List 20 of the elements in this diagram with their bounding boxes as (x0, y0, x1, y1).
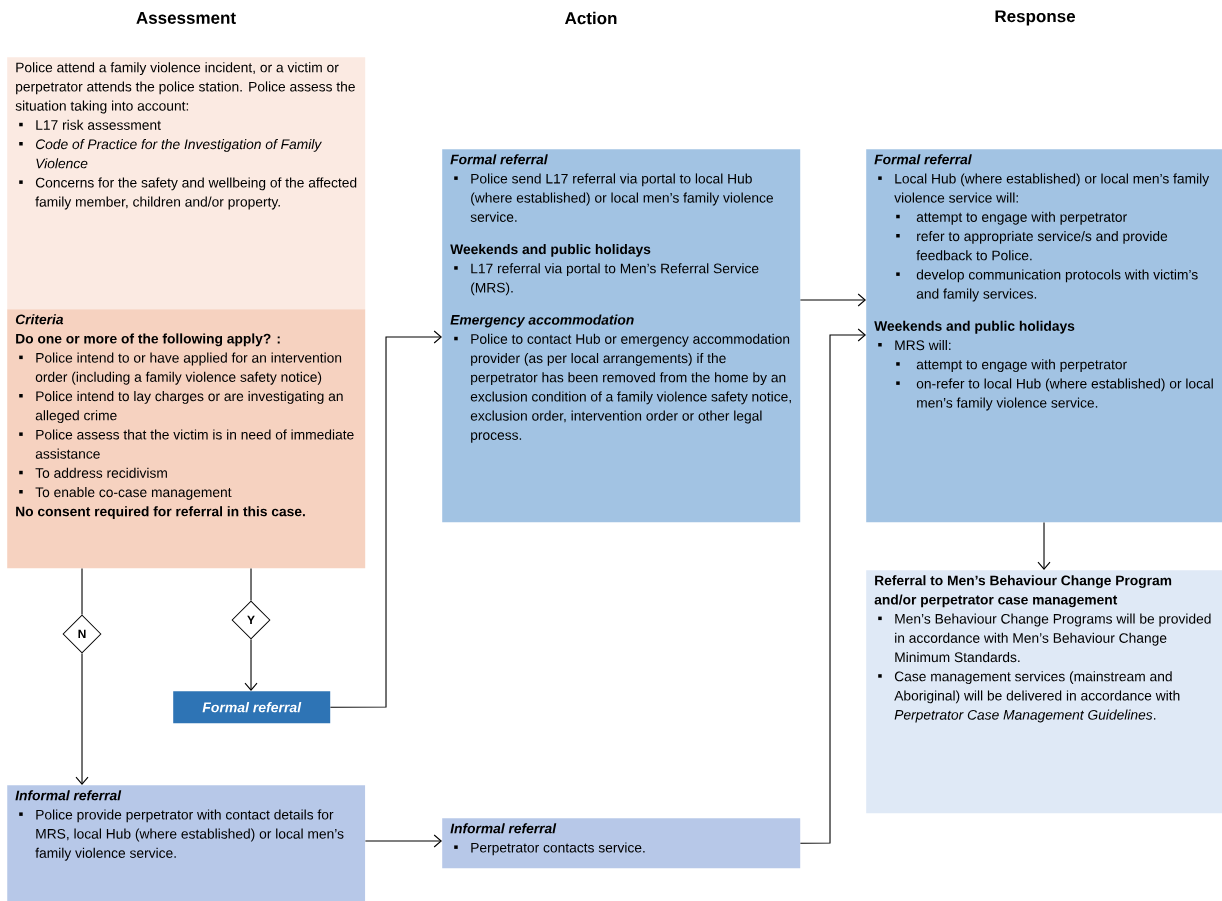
process-box: Referral to Men’s Behaviour Change Program and/or perpetrator case management Men’s Behaviour Change Programs will be provided in accordance with Men’s Behaviour Change Minimum Standards. Case management services (mainstream and Aboriginal) will be delivered in accordance with Perpetrator Case Management Guidelines. (866, 570, 1222, 814)
arrow (1037, 521, 1051, 570)
connector-line (81, 567, 83, 616)
process-box: Formal referral Police send L17 referral via portal to local Hub (where established) or local men’s family violence service. Weekends and public holidays L17 referral via portal to Men’s Referral Service (MRS). Emergency accommodation Police to contact Hub or emergency accommodation provider (as per local arrangements) if the perpetrator has been removed from the home by an exclusion condition of a family violence safety notice, exclusion order, intervention order or other legal process. (442, 149, 801, 523)
referral-box: Formal referral (173, 691, 331, 724)
process-box: Informal referral Perpetrator contacts service. (442, 818, 801, 869)
arrow (799, 293, 866, 307)
arrow (75, 652, 89, 785)
column-heading: Action (565, 11, 617, 25)
column-heading: Response (995, 10, 1076, 26)
connector-line (250, 567, 252, 602)
criteria-box: Criteria Do one or more of the following apply? : Police intend to or have applied for an intervention order (including a family violence safety notice) Police intend to lay charges or are investigating an alleged crime Police assess that the victim is in need of immediate assistance To address recidivism To enable co-case management No consent required for referral in this case. (7, 309, 366, 569)
info-box: Police attend a family violence incident, or a victim or perpetrator attends the police station. Police assess the situation taking into account: L17 risk assessment Code of Practice for the Investigation of Family Violence Concerns for the safety and wellbeing of the affected family member, children and/or property. (7, 57, 366, 310)
arrow (244, 638, 258, 691)
process-box: Informal referral Police provide perpetrator with contact details for MRS, local Hub (where established) or local men’s family violence service. (7, 785, 366, 901)
arrow (329, 330, 442, 708)
arrow (799, 328, 866, 844)
column-heading: Assessment (136, 12, 236, 24)
arrow (364, 834, 442, 848)
process-box: Formal referral Local Hub (where established) or local men’s family violence service will: attempt to engage with perpetrator refer to appropriate service/s and provide feedback to Police. develop communication protocols with victim’s and family services. Weekends and public holidays MRS will: attempt to engage with perpetrator on-refer to local Hub (where established) or local men’s family violence service. (866, 149, 1222, 523)
